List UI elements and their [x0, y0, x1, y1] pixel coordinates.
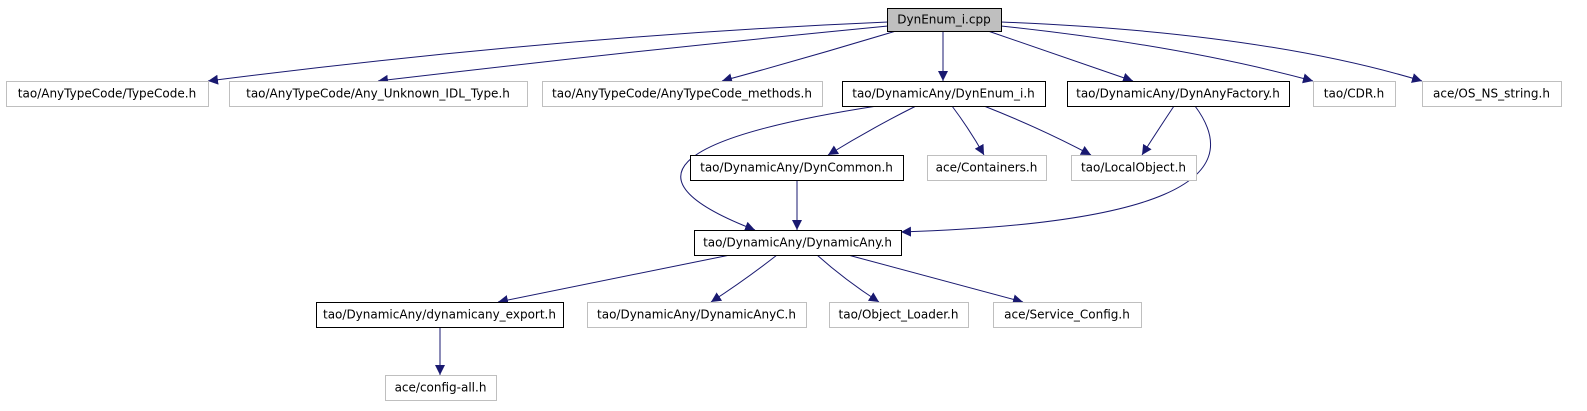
node-box [842, 81, 1046, 107]
node-label: ace/Containers.h [936, 161, 1038, 175]
node-box [1071, 155, 1197, 181]
node-label: ace/config-all.h [395, 381, 487, 395]
edge-dynanyfactory-h-to-localobject-h [1141, 105, 1175, 156]
node-box [1067, 81, 1290, 107]
node-box [927, 155, 1047, 181]
node-label: tao/DynamicAny/DynAnyFactory.h [1076, 87, 1280, 101]
node-dyncommon-h[interactable]: tao/DynamicAny/DynCommon.h [690, 155, 904, 181]
node-typecode: tao/AnyTypeCode/TypeCode.h [6, 81, 209, 107]
edge-dynenum-i-h-to-containers-h [951, 105, 985, 156]
node-cdr-h: tao/CDR.h [1313, 81, 1396, 107]
edge-dynenum-i-h-to-localobject-h [983, 105, 1092, 156]
node-os-ns-string-h: ace/OS_NS_string.h [1422, 81, 1562, 107]
node-any-unknown: tao/AnyTypeCode/Any_Unknown_IDL_Type.h [229, 81, 528, 107]
node-dynamicany-export-h[interactable]: tao/DynamicAny/dynamicany_export.h [316, 302, 564, 328]
node-label: tao/AnyTypeCode/AnyTypeCode_methods.h [552, 87, 812, 101]
node-service-config-h: ace/Service_Config.h [993, 302, 1142, 328]
node-label: tao/DynamicAny/DynEnum_i.h [852, 87, 1035, 101]
node-localobject-h: tao/LocalObject.h [1071, 155, 1197, 181]
node-config-all-h: ace/config-all.h [385, 375, 497, 401]
node-label: ace/Service_Config.h [1004, 308, 1130, 322]
edge-dynamicany-h-to-object-loader-h [816, 254, 880, 303]
node-dynanyfactory-h[interactable]: tao/DynamicAny/DynAnyFactory.h [1067, 81, 1290, 107]
node-box [690, 155, 904, 181]
edge-dynamicany-h-to-dynamicanyc-h [710, 254, 778, 303]
node-dynamicanyc-h: tao/DynamicAny/DynamicAnyC.h [587, 302, 807, 328]
node-label: tao/DynamicAny/dynamicany_export.h [323, 308, 556, 322]
nodes-layer: DynEnum_i.cpp tao/AnyTypeCode/TypeCode.h t… [6, 8, 1562, 401]
edge-dynamicany-h-to-dynamicany-export-h [497, 254, 731, 305]
edge-root-to-cdr-h [1000, 25, 1314, 84]
edge-root-to-anytypecode-methods [721, 30, 897, 84]
node-dynamicany-h[interactable]: tao/DynamicAny/DynamicAny.h [694, 230, 902, 256]
node-box [1422, 81, 1562, 107]
node-label: tao/Object_Loader.h [839, 308, 959, 322]
edge-dynanyfactory-h-to-dynamicany-h [900, 105, 1212, 237]
node-box [6, 81, 209, 107]
node-label: DynEnum_i.cpp [897, 13, 990, 27]
node-label: tao/AnyTypeCode/TypeCode.h [18, 87, 196, 101]
node-label: tao/CDR.h [1324, 87, 1384, 101]
edge-dynenum-i-h-to-dynamicany-h [680, 105, 878, 232]
node-box [316, 302, 564, 328]
node-anytypecode-methods: tao/AnyTypeCode/AnyTypeCode_methods.h [542, 81, 823, 107]
node-root: DynEnum_i.cpp [887, 8, 1002, 32]
node-label: tao/DynamicAny/DynamicAny.h [703, 236, 892, 250]
edge-root-to-typecode [207, 21, 889, 85]
edge-dynamicany-h-to-service-config-h [847, 254, 1024, 305]
edge-root-to-any-unknown [377, 25, 889, 85]
node-containers-h: ace/Containers.h [927, 155, 1047, 181]
node-box [993, 302, 1142, 328]
node-box [694, 230, 902, 256]
edge-dynenum-i-h-to-dyncommon-h [827, 105, 917, 156]
node-label: tao/AnyTypeCode/Any_Unknown_IDL_Type.h [246, 87, 510, 101]
edge-root-to-dynanyfactory-h [987, 30, 1134, 83]
node-label: tao/LocalObject.h [1081, 161, 1186, 175]
node-dynenum-i-h[interactable]: tao/DynamicAny/DynEnum_i.h [842, 81, 1046, 107]
node-label: tao/DynamicAny/DynCommon.h [700, 161, 893, 175]
node-box [887, 8, 1002, 32]
node-box [542, 81, 823, 107]
node-box [229, 81, 528, 107]
edges-layer [207, 21, 1423, 375]
node-object-loader-h: tao/Object_Loader.h [829, 302, 969, 328]
node-label: tao/DynamicAny/DynamicAnyC.h [597, 308, 796, 322]
node-box [829, 302, 969, 328]
node-box [1313, 81, 1396, 107]
node-box [385, 375, 497, 401]
edge-root-to-os-ns-string-h [1000, 21, 1423, 83]
node-box [587, 302, 807, 328]
node-label: ace/OS_NS_string.h [1433, 87, 1550, 101]
